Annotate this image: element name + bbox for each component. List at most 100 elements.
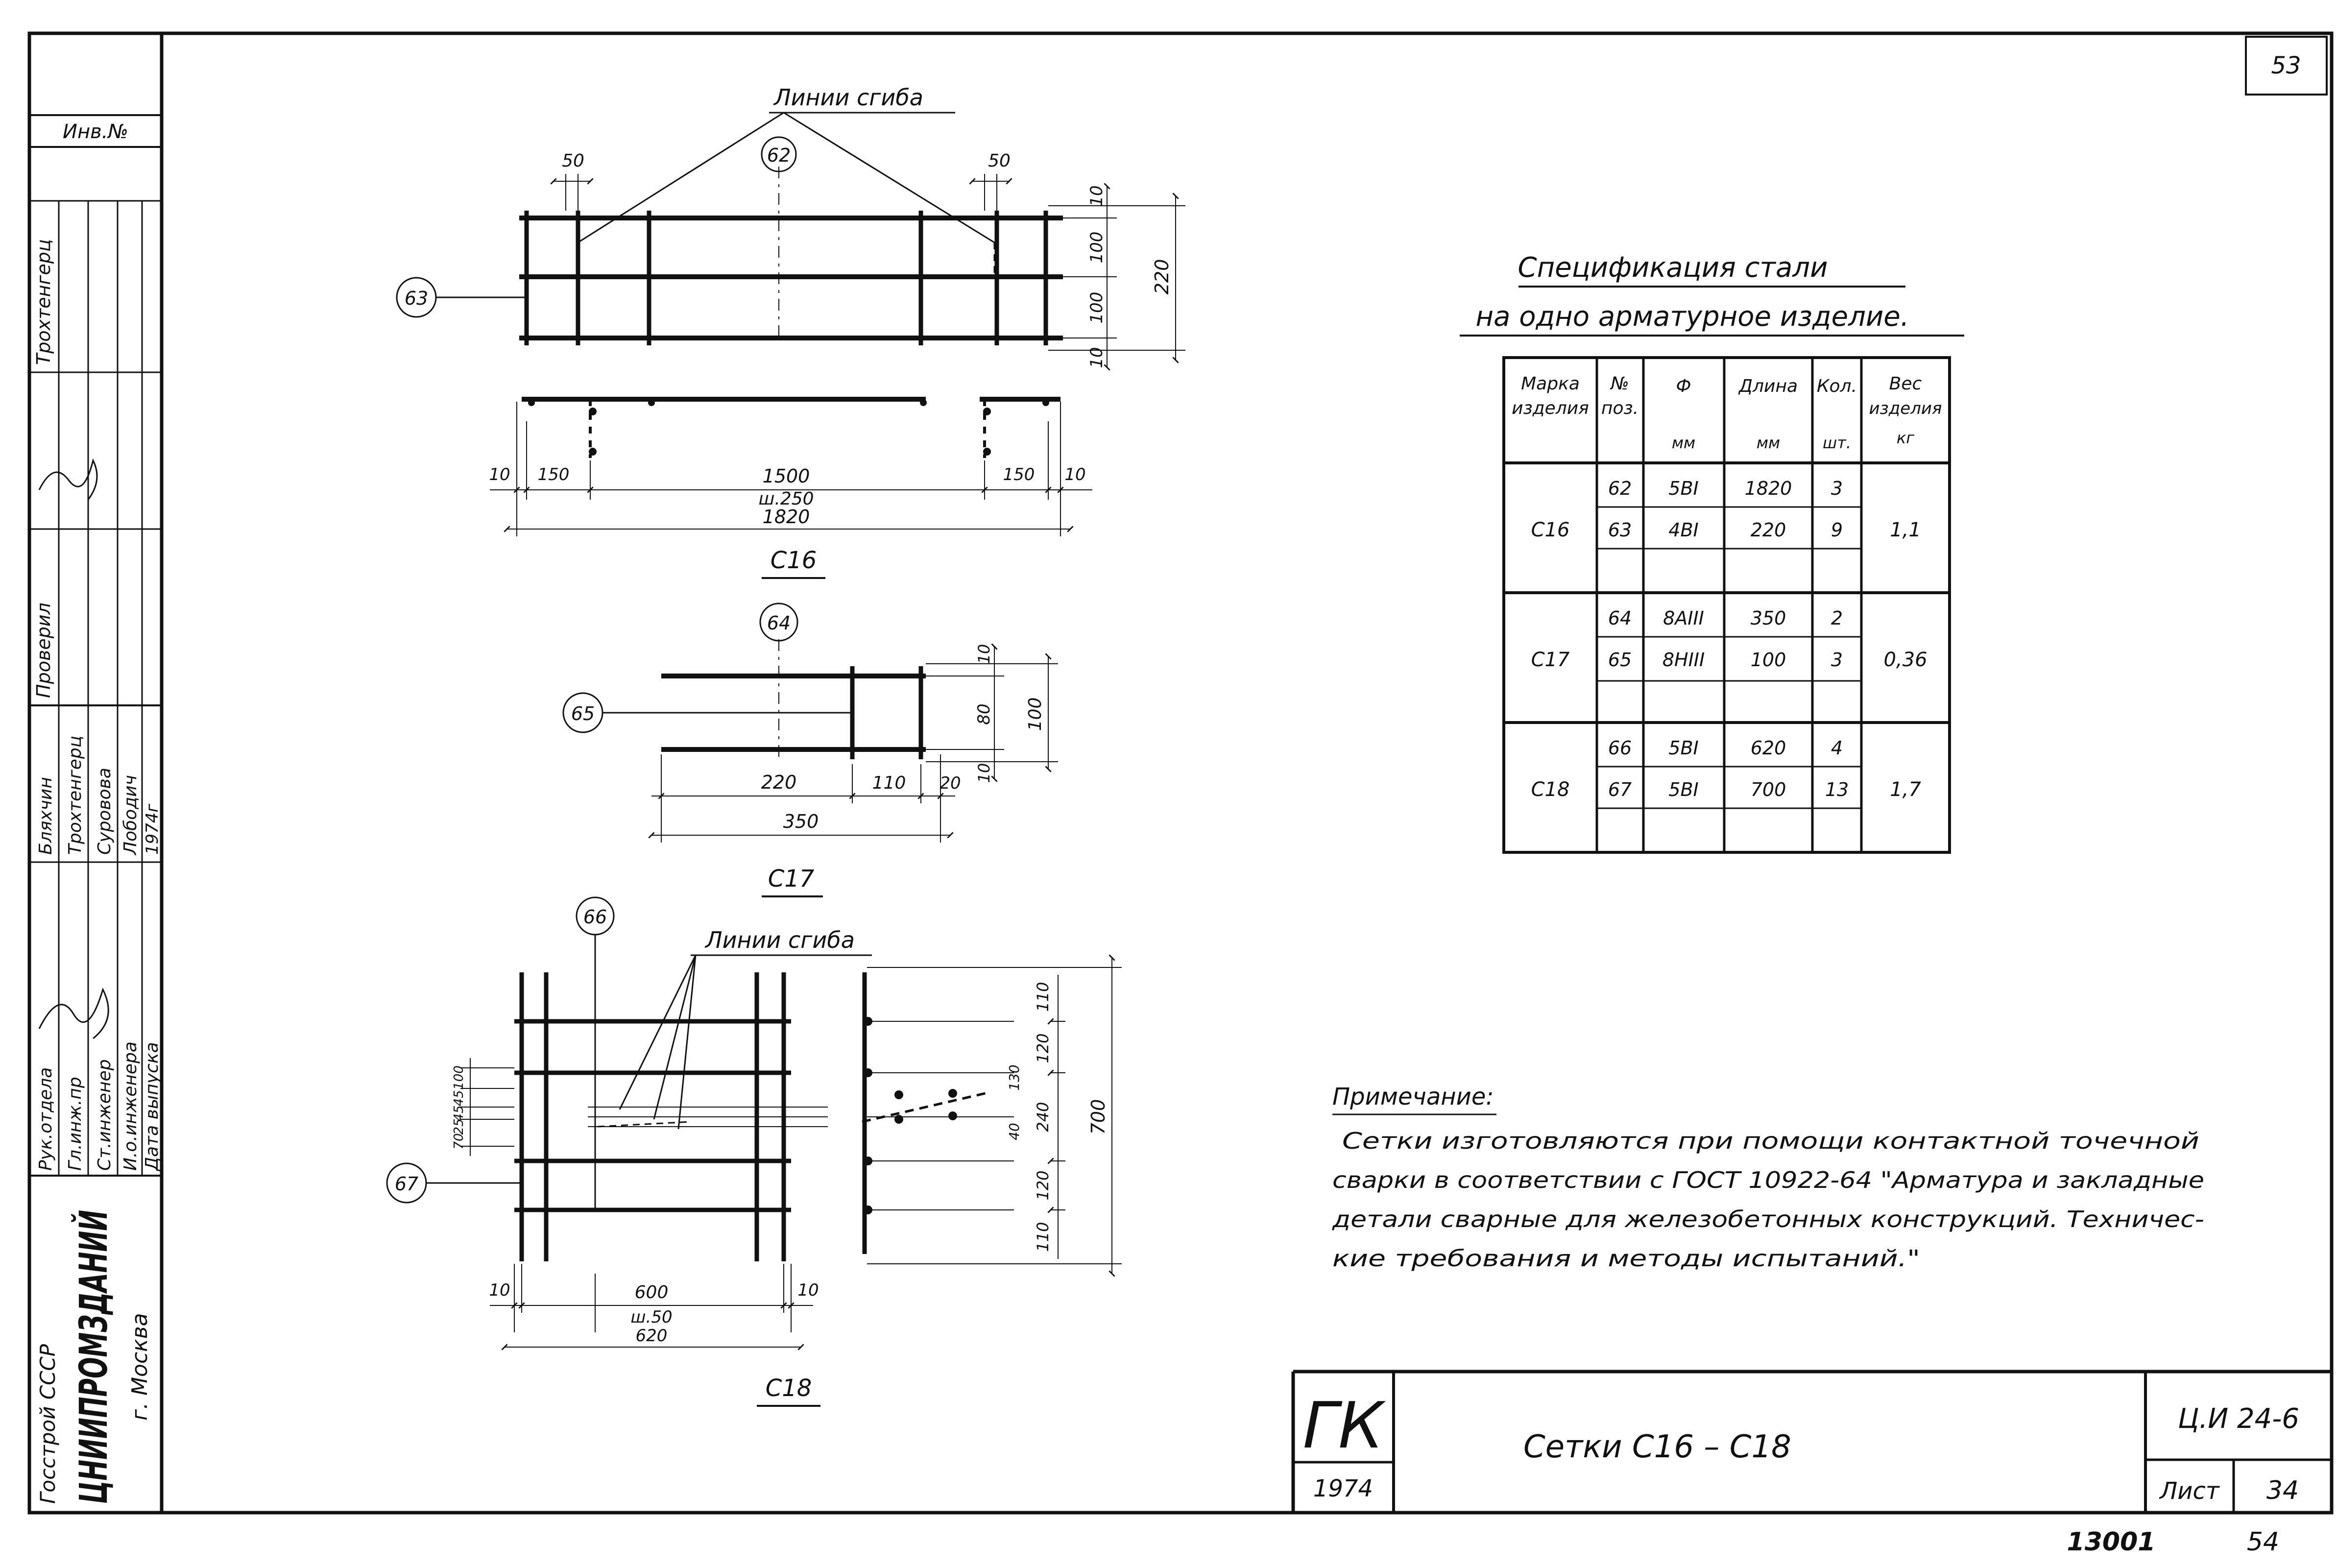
spec-header-qty-1: Кол. <box>1817 376 1857 396</box>
spec-cell: 4ВI <box>1668 519 1698 541</box>
c17-pos-64: 64 <box>767 612 791 634</box>
c18-dim-s-120a: 120 <box>1034 1033 1052 1063</box>
stamp-role-4: И.о.инженера <box>120 1041 141 1171</box>
c18-dim-b-sh: ш.50 <box>630 1307 672 1327</box>
c18-pos-66: 66 <box>583 906 607 928</box>
c18-dim-b-10a: 10 <box>489 1280 510 1300</box>
spec-header-mark-1: Марка <box>1521 374 1580 394</box>
note-line-4: кие требования и методы испытаний." <box>1332 1245 1920 1272</box>
note-line-3: детали сварные для железобетонных констр… <box>1332 1206 2204 1232</box>
spec-cell: 5ВI <box>1668 779 1698 800</box>
spec-cell: 350 <box>1751 607 1786 629</box>
c18-dim-s-130: 130 <box>1006 1064 1022 1090</box>
spec-weight-c17: 0,36 <box>1883 649 1927 671</box>
spec-table: Спецификация стали на одно арматурное из… <box>1460 252 1964 854</box>
stamp-name-4: Лободич <box>120 775 141 856</box>
spec-cell: 8АIII <box>1663 607 1704 629</box>
sheet-number: 34 <box>2266 1476 2299 1505</box>
spec-cell: 8НIII <box>1662 649 1705 671</box>
stamp-name-3: Суровова <box>95 768 115 855</box>
spec-header-wt-3: кг <box>1897 429 1914 447</box>
page-number: 53 <box>2271 52 2301 79</box>
note-title: Примечание: <box>1332 1083 1494 1110</box>
c17-dim-b-110: 110 <box>872 773 906 793</box>
c17-dim-b-20: 20 <box>940 773 961 793</box>
org-line-1: Госстрой СССР <box>36 1344 60 1504</box>
stamp-role-5: Дата выпуска <box>142 1042 162 1172</box>
spec-title-line-1: Спецификация стали <box>1518 252 1828 284</box>
c16-dim-b-sh: ш.250 <box>758 489 814 509</box>
c16-bend-callout: Линии сгиба <box>773 84 923 111</box>
c18-dim-s-120b: 120 <box>1034 1170 1052 1200</box>
spec-header-wt-1: Вес <box>1889 374 1922 394</box>
org-line-3: г. Москва <box>127 1313 152 1421</box>
stamp-name-2: Трохтенгерц <box>65 736 85 855</box>
note-line-1: Сетки изготовляются при помощи контактно… <box>1342 1128 2199 1154</box>
c18-dim-s-110a: 110 <box>1034 982 1052 1012</box>
c18-dim-b-10b: 10 <box>797 1280 819 1300</box>
c16-dim-b-10b: 10 <box>1064 465 1085 484</box>
title-year: 1974 <box>1313 1475 1373 1502</box>
signature-2 <box>38 987 109 1039</box>
stamp-col-label-2: Проверил <box>33 603 54 698</box>
spec-mark-c17: С17 <box>1531 649 1570 671</box>
spec-cell: 3 <box>1831 649 1843 671</box>
title-code: ГК <box>1303 1388 1386 1463</box>
spec-mark-c18: С18 <box>1531 778 1570 801</box>
note-block: Примечание: Сетки изготовляются при помо… <box>1332 1083 2204 1272</box>
stamp-role-2: Гл.инж.пр <box>65 1077 85 1171</box>
spec-weight-c18: 1,7 <box>1890 778 1921 801</box>
c18-dim-b-620: 620 <box>636 1326 668 1346</box>
c16-dim-b-150a: 150 <box>538 465 570 484</box>
signature-1 <box>38 458 98 500</box>
spec-mark-c16: С16 <box>1531 519 1570 541</box>
mesh-c18: 66 67 Линии сгиба 100 45 45 25 70 10 <box>386 896 1122 1407</box>
c17-dim-b-350: 350 <box>783 811 819 832</box>
spec-cell: 5ВI <box>1668 737 1698 759</box>
c16-dim-r-220: 220 <box>1151 259 1173 295</box>
c18-title: С18 <box>766 1375 812 1402</box>
spec-cell: 4 <box>1831 737 1843 759</box>
c18-dim-b-600: 600 <box>635 1282 669 1303</box>
spec-cell: 65 <box>1608 649 1632 671</box>
c16-dim-b-1500: 1500 <box>763 465 810 487</box>
c18-dim-s-240: 240 <box>1034 1102 1052 1132</box>
bottom-code-right: 54 <box>2247 1527 2279 1557</box>
c16-dim-r-100b: 100 <box>1087 292 1107 324</box>
c16-dim-50-right: 50 <box>988 151 1011 171</box>
c18-dim-l-25: 25 <box>452 1118 466 1134</box>
c16-dim-r-10a: 10 <box>1087 185 1107 206</box>
spec-header-dia-1: Ф <box>1676 376 1691 396</box>
mesh-c16: Линии сгиба 62 63 50 50 10 100 100 10 22… <box>396 84 1185 579</box>
spec-cell: 66 <box>1608 737 1632 759</box>
spec-cell: 3 <box>1831 478 1843 499</box>
c16-dim-b-10a: 10 <box>489 465 510 484</box>
spec-title-line-2: на одно арматурное изделие. <box>1475 301 1909 333</box>
stamp-name-1: Бляхчин <box>36 777 56 855</box>
spec-header-qty-2: шт. <box>1823 434 1851 452</box>
c17-dim-r-10b: 10 <box>975 763 993 783</box>
spec-cell: 5ВI <box>1668 478 1698 499</box>
c18-dim-l-100: 100 <box>452 1065 466 1090</box>
c17-dim-r-100: 100 <box>1025 698 1045 731</box>
c17-dim-r-80: 80 <box>974 703 994 724</box>
spec-cell: 62 <box>1608 478 1632 499</box>
spec-weight-c16: 1,1 <box>1890 519 1921 541</box>
c16-dim-r-100a: 100 <box>1087 232 1107 264</box>
sheet-frame: 53 13001 54 <box>27 31 2334 1557</box>
c17-dim-r-10a: 10 <box>975 644 993 664</box>
c16-dim-b-150b: 150 <box>1003 465 1035 484</box>
series-code: Ц.И 24-6 <box>2178 1403 2299 1435</box>
sheet-label: Лист <box>2159 1477 2220 1505</box>
c18-pos-67: 67 <box>395 1173 418 1195</box>
spec-cell: 64 <box>1608 607 1632 629</box>
side-stamp: Инв.№ Трохтенгерц Проверил Рук.отдела Гл… <box>29 114 162 1504</box>
c16-dim-b-1820: 1820 <box>763 506 810 528</box>
spec-cell: 1820 <box>1745 478 1792 499</box>
spec-header-len-2: мм <box>1757 434 1780 452</box>
spec-header-mark-2: изделия <box>1512 398 1589 418</box>
c16-dim-50-left: 50 <box>562 151 584 171</box>
c18-dim-l-45b: 45 <box>452 1105 466 1121</box>
spec-header-dia-2: мм <box>1672 434 1695 452</box>
